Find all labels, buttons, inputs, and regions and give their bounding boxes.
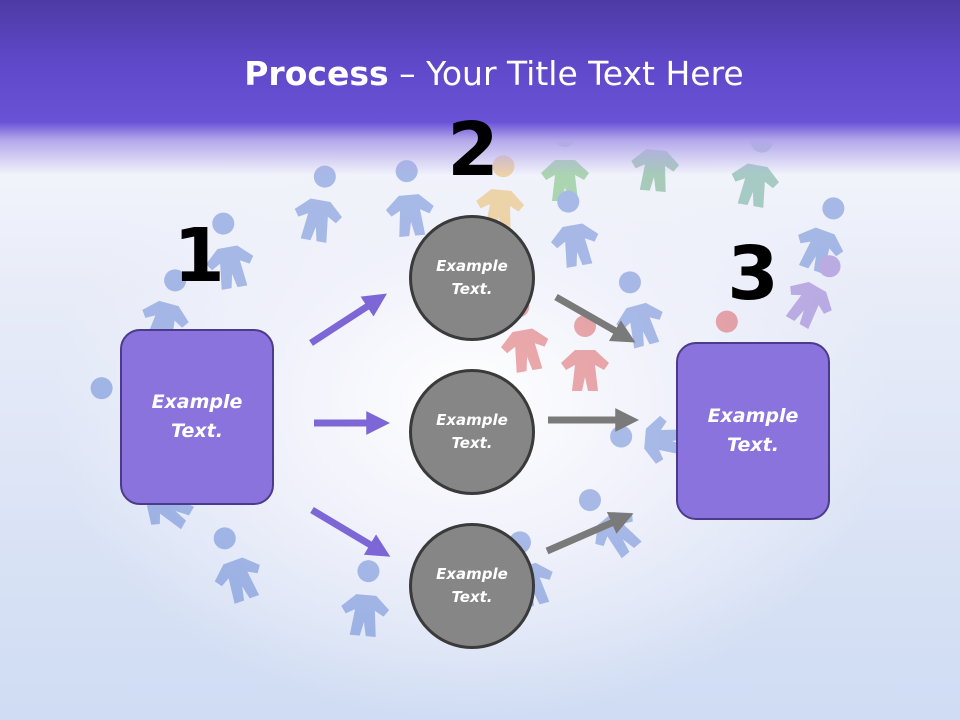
step-3-box: Example Text.	[676, 342, 830, 520]
step-number-3: 3	[727, 231, 779, 317]
step-3-text: Example Text.	[707, 405, 799, 456]
circle-middle-text: Example Text.	[436, 411, 508, 452]
purple-arrow-up	[309, 293, 387, 346]
slide-title: Process – Your Title Text Here	[0, 52, 960, 96]
title-rest: Your Title Text Here	[426, 54, 744, 93]
title-dash: –	[388, 54, 427, 93]
step-1-text: Example Text.	[151, 391, 243, 442]
step-number-1: 1	[173, 213, 225, 299]
purple-arrow-down	[310, 506, 391, 557]
step-1-box: Example Text.	[120, 329, 274, 505]
circle-top-text: Example Text.	[436, 257, 508, 298]
step-2-circle-bottom: Example Text.	[409, 523, 535, 649]
gray-arrow-up	[545, 511, 634, 555]
step-number-2: 2	[447, 107, 499, 193]
step-2-circle-top: Example Text.	[409, 215, 535, 341]
title-bold: Process	[244, 54, 389, 93]
step-2-circle-middle: Example Text.	[409, 369, 535, 495]
circle-bottom-text: Example Text.	[436, 565, 508, 606]
title-bar: Process – Your Title Text Here	[0, 0, 960, 175]
gray-arrow-down	[554, 293, 636, 343]
